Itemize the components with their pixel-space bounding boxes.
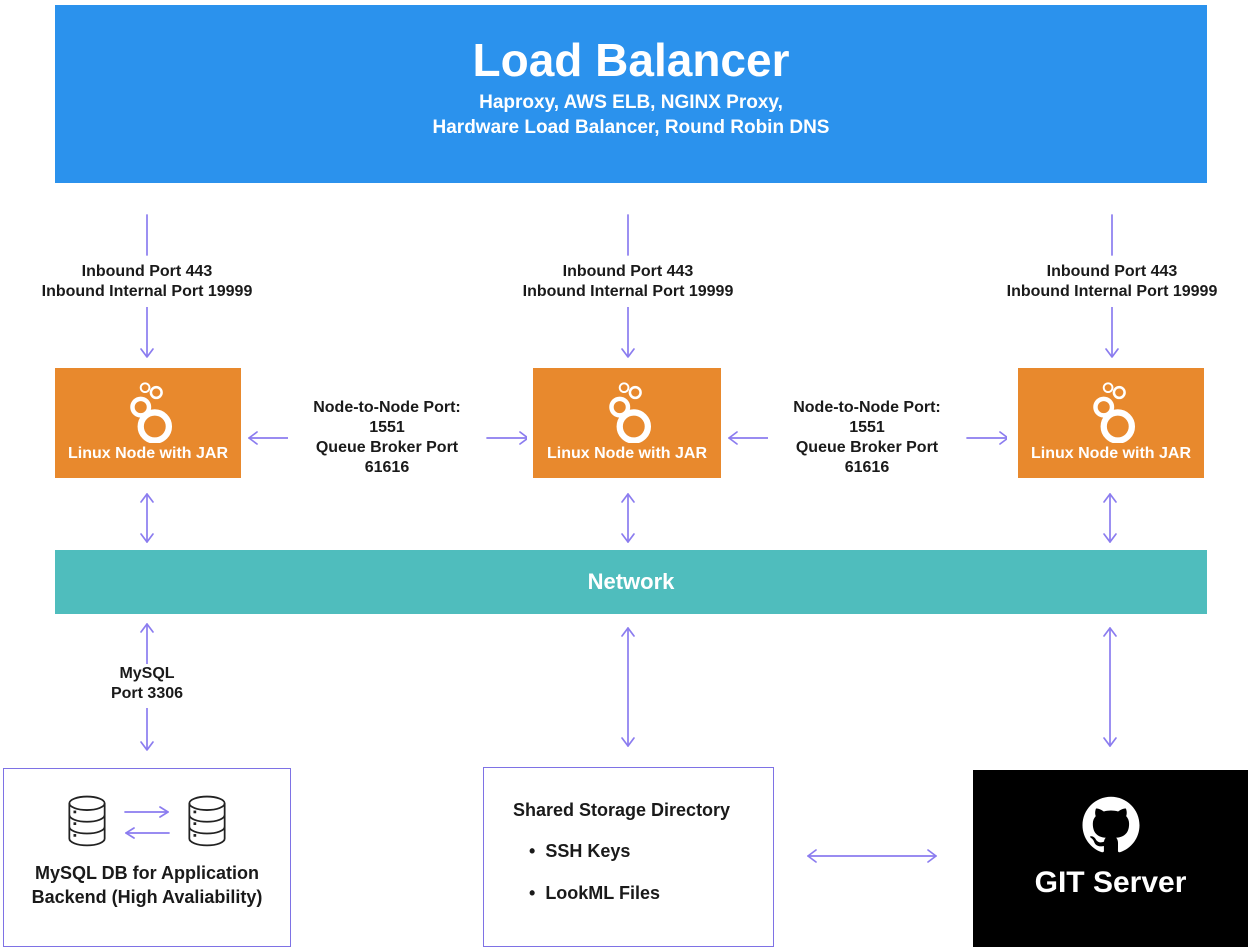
database-cylinder-icon (68, 795, 106, 847)
node-to-node-link-1: Node-to-Node Port: 1551 Queue Broker Por… (247, 398, 527, 478)
network-label: Network (587, 569, 675, 594)
storage-item-lookml-files: LookML Files (529, 883, 773, 904)
linux-node-box-2: Linux Node with JAR (533, 368, 721, 478)
linux-node-box-3: Linux Node with JAR (1018, 368, 1204, 478)
mysql-port-line2: Port 3306 (110, 685, 184, 702)
left-arrow-icon (728, 431, 769, 445)
lb-to-node1-line (146, 214, 148, 256)
double-arrow-vertical-icon (1103, 627, 1117, 747)
double-arrow-vertical-icon (1103, 493, 1117, 543)
node-to-node-line1: Node-to-Node Port: 1551 (313, 399, 461, 436)
linux-node-label: Linux Node with JAR (547, 445, 707, 462)
up-arrow-icon (140, 623, 154, 664)
linux-node-label: Linux Node with JAR (68, 445, 228, 462)
down-arrow-icon (1105, 307, 1119, 358)
inbound-port-line1: Inbound Port 443 (81, 263, 213, 280)
double-arrow-horizontal-icon (807, 849, 937, 863)
mysql-db-line2: Backend (High Avaliability) (31, 887, 263, 908)
network-bar: Network (55, 550, 1207, 614)
inbound-port-line1: Inbound Port 443 (562, 263, 694, 280)
github-octocat-icon (1082, 796, 1139, 853)
shared-storage-box: Shared Storage Directory SSH Keys LookML… (483, 767, 774, 947)
mysql-db-line1: MySQL DB for Application (34, 863, 259, 883)
storage-item-label: LookML Files (545, 883, 660, 903)
right-arrow-icon (965, 431, 1007, 445)
node-to-node-line1: Node-to-Node Port: 1551 (793, 399, 941, 436)
inbound-port-label-2: Inbound Port 443 Inbound Internal Port 1… (513, 262, 743, 302)
node-to-node-label: Node-to-Node Port: 1551 Queue Broker Por… (777, 398, 956, 478)
looker-rings-icon (1093, 382, 1136, 443)
down-arrow-icon (140, 307, 154, 358)
database-cylinder-icon (188, 795, 226, 847)
linux-node-label: Linux Node with JAR (1031, 445, 1191, 462)
load-balancer-subtitle-line1: Haproxy, AWS ELB, NGINX Proxy, (479, 91, 783, 113)
inbound-port-line1: Inbound Port 443 (1046, 263, 1178, 280)
mysql-port-line1: MySQL (119, 665, 175, 682)
mysql-db-label: MySQL DB for Application Backend (High A… (4, 861, 290, 910)
git-server-box: GIT Server (973, 770, 1248, 947)
replication-left-arrow-icon (125, 826, 170, 839)
inbound-port-line2: Inbound Internal Port 19999 (522, 283, 734, 300)
mysql-port-label: MySQL Port 3306 (67, 664, 227, 704)
shared-storage-title: Shared Storage Directory (513, 800, 731, 820)
down-arrow-icon (140, 708, 154, 751)
down-arrow-icon (621, 307, 635, 358)
double-arrow-vertical-icon (621, 627, 635, 747)
load-balancer-box: Load Balancer Haproxy, AWS ELB, NGINX Pr… (55, 5, 1207, 183)
looker-rings-icon (130, 382, 173, 443)
looker-rings-icon (609, 382, 652, 443)
node-to-node-link-2: Node-to-Node Port: 1551 Queue Broker Por… (727, 398, 1007, 478)
right-arrow-icon (485, 431, 527, 445)
inbound-port-label-3: Inbound Port 443 Inbound Internal Port 1… (997, 262, 1227, 302)
storage-item-label: SSH Keys (545, 841, 631, 861)
double-arrow-vertical-icon (140, 493, 154, 543)
lb-to-node3-line (1111, 214, 1113, 256)
double-arrow-vertical-icon (621, 493, 635, 543)
inbound-port-line2: Inbound Internal Port 19999 (41, 283, 253, 300)
left-arrow-icon (248, 431, 289, 445)
shared-storage-list: SSH Keys LookML Files (529, 841, 773, 904)
storage-item-ssh-keys: SSH Keys (529, 841, 773, 862)
inbound-port-label-1: Inbound Port 443 Inbound Internal Port 1… (32, 262, 262, 302)
node-to-node-line2: Queue Broker Port 61616 (315, 439, 459, 476)
node-to-node-line2: Queue Broker Port 61616 (795, 439, 939, 476)
node-to-node-label: Node-to-Node Port: 1551 Queue Broker Por… (297, 398, 476, 478)
mysql-db-box: MySQL DB for Application Backend (High A… (3, 768, 291, 947)
git-server-title: GIT Server (1034, 866, 1187, 899)
lb-to-node2-line (627, 214, 629, 256)
replication-right-arrow-icon (124, 805, 169, 818)
linux-node-box-1: Linux Node with JAR (55, 368, 241, 478)
load-balancer-subtitle-line2: Hardware Load Balancer, Round Robin DNS (432, 117, 830, 139)
load-balancer-title: Load Balancer (472, 34, 790, 86)
inbound-port-line2: Inbound Internal Port 19999 (1006, 283, 1218, 300)
